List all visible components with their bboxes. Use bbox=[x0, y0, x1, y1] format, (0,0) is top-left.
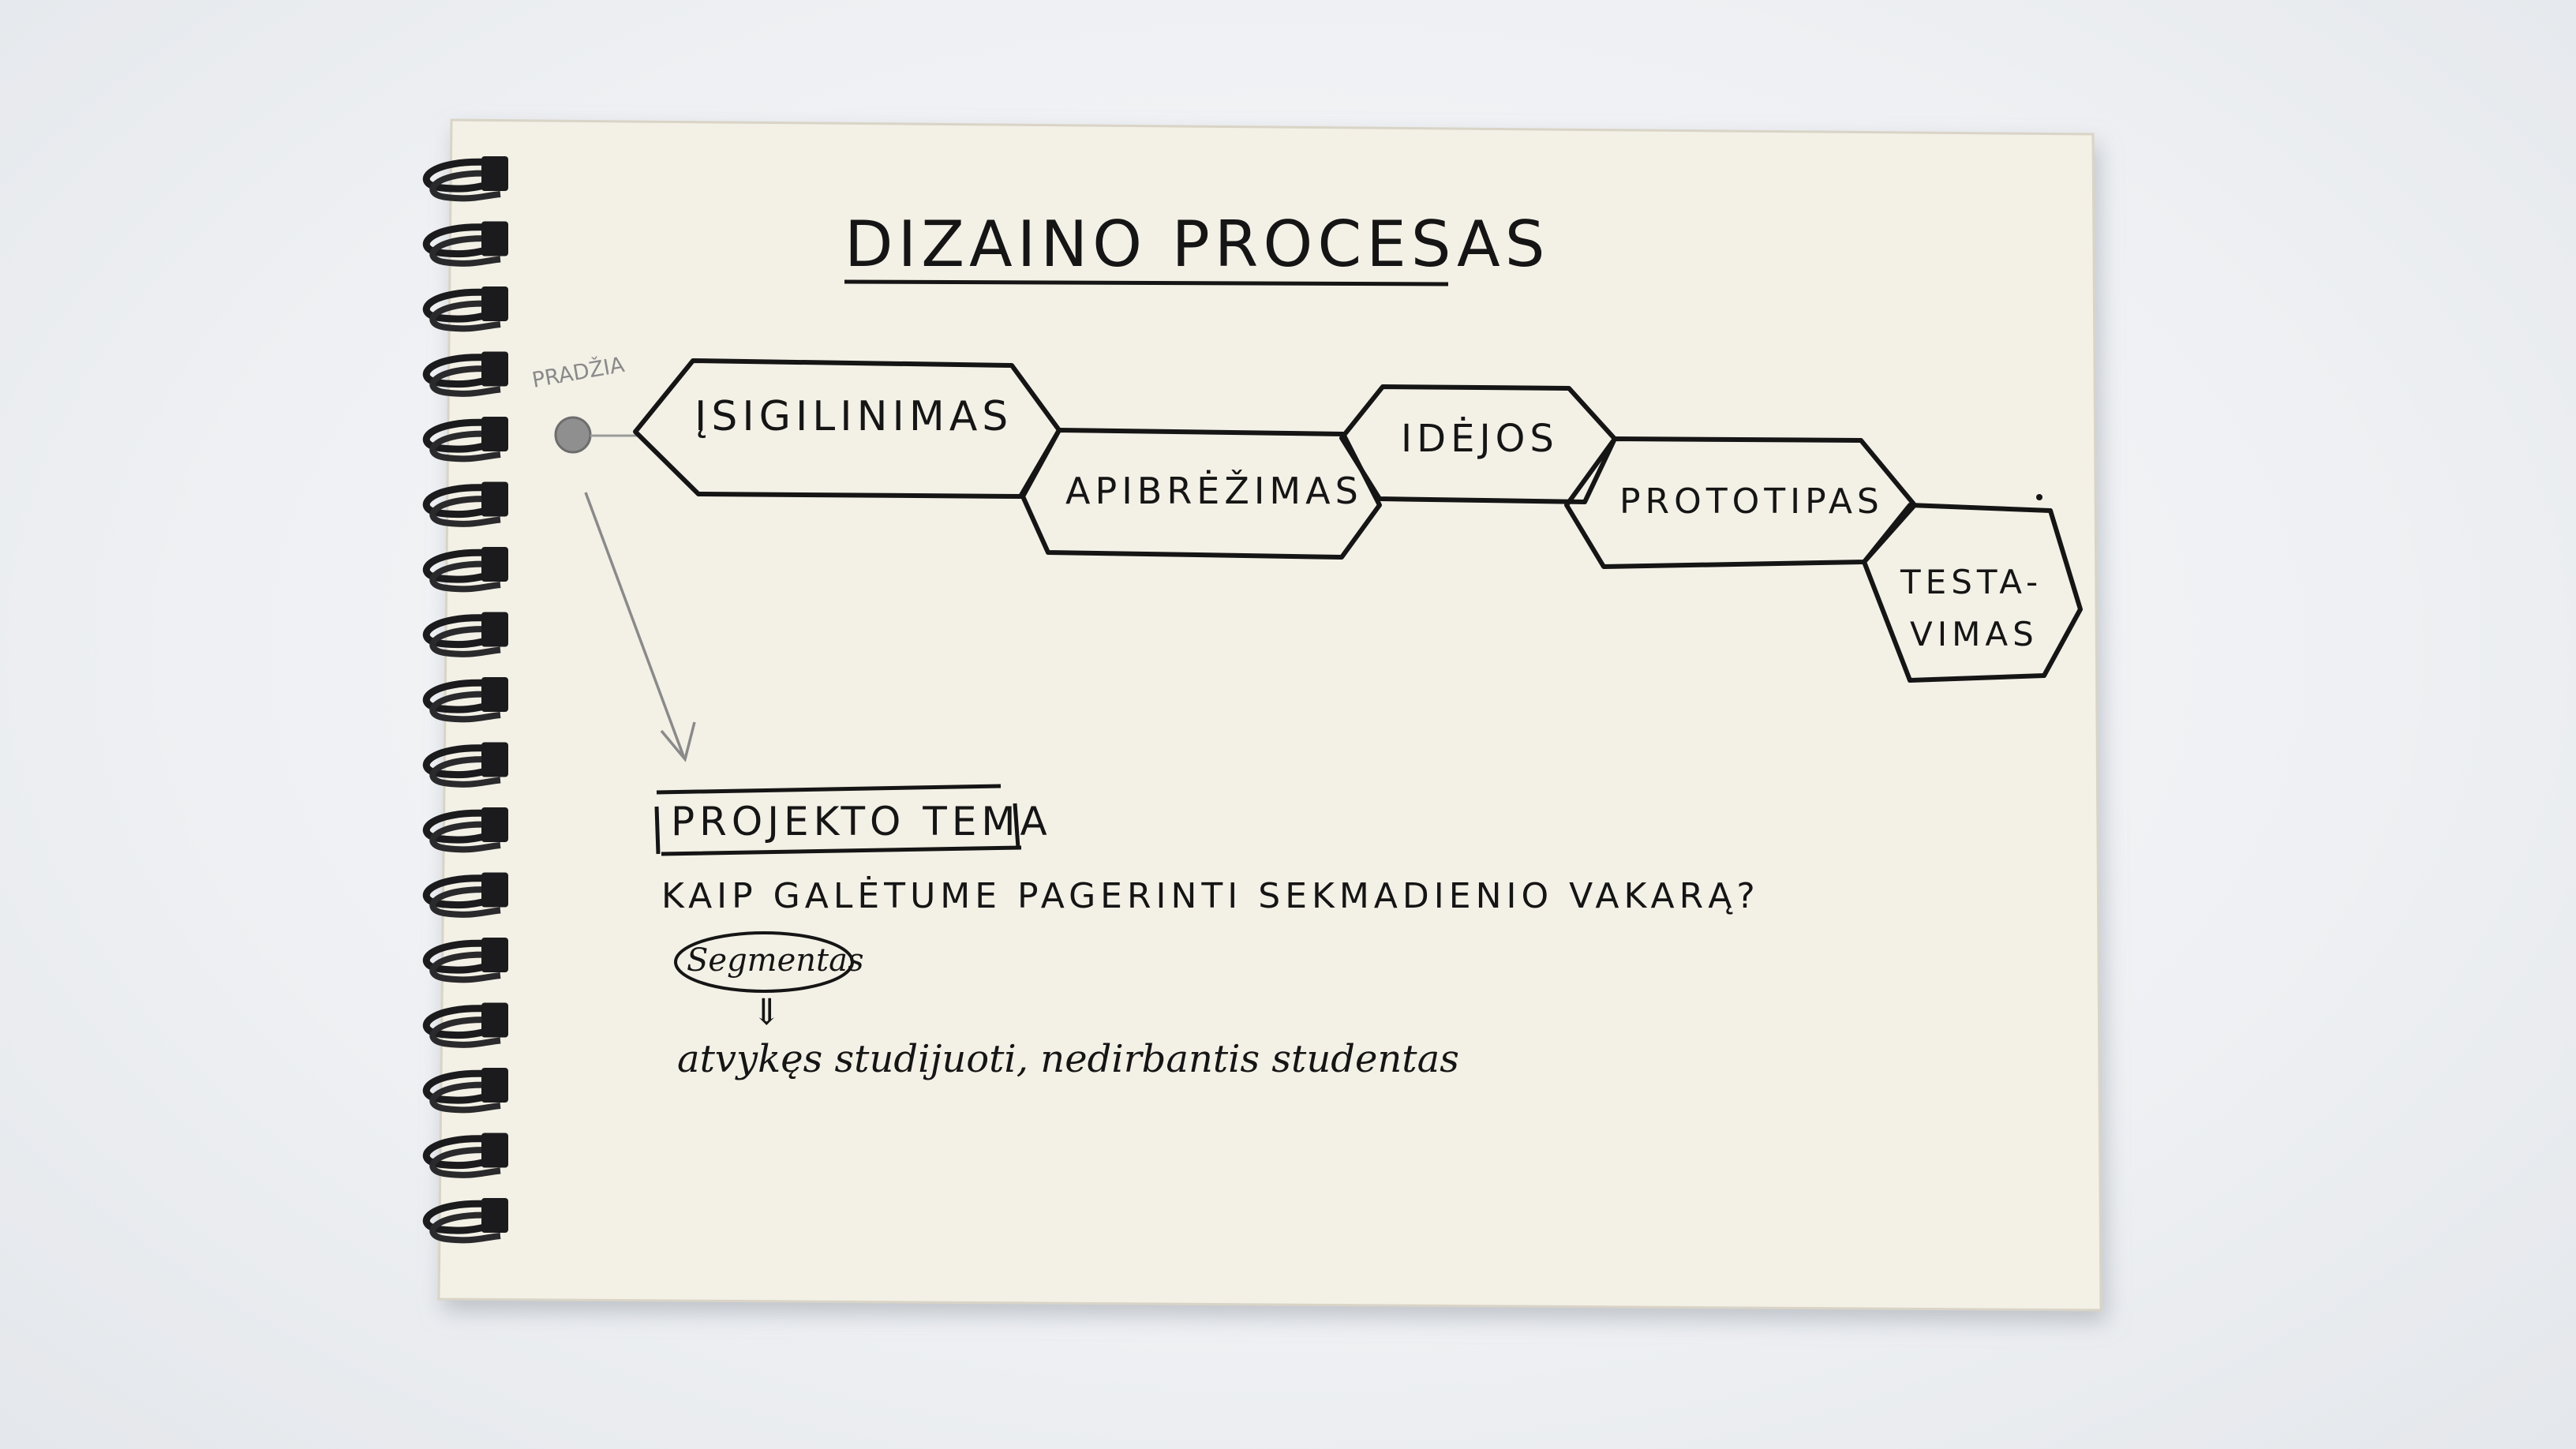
pencil-arrow-line bbox=[584, 492, 685, 757]
segment-label: Segmentas bbox=[687, 942, 864, 979]
spiral-hole bbox=[481, 1133, 508, 1168]
spiral-hole bbox=[481, 1198, 508, 1233]
step-label-5-line1: TESTA- bbox=[1900, 563, 2042, 601]
spiral-hole bbox=[481, 938, 508, 972]
spiral-hole bbox=[481, 221, 508, 256]
segment-arrow: ⇓ bbox=[751, 990, 782, 1033]
start-dot bbox=[554, 416, 592, 454]
spiral-hole bbox=[481, 156, 508, 191]
step-label-1: ĮSIGILINIMAS bbox=[695, 393, 1013, 440]
spiral-ring bbox=[429, 560, 501, 593]
spiral-ring bbox=[429, 365, 501, 397]
spiral-ring bbox=[429, 170, 501, 202]
spiral-hole bbox=[481, 612, 508, 647]
spiral-hole bbox=[481, 677, 508, 712]
project-question: KAIP GALĖTUME PAGERINTI SEKMADIENIO VAKA… bbox=[661, 875, 1760, 916]
step-hexagon-5 bbox=[1862, 503, 2083, 683]
project-topic-label: PROJEKTO TEMA bbox=[671, 799, 1052, 844]
spiral-hole bbox=[481, 481, 508, 517]
spiral-hole bbox=[481, 417, 508, 451]
step-label-4: PROTOTIPAS bbox=[1619, 481, 1884, 522]
spiral-hole bbox=[481, 1068, 508, 1103]
spiral-ring bbox=[429, 430, 501, 462]
step-label-3: IDĖJOS bbox=[1401, 417, 1559, 461]
topic-box bbox=[654, 784, 1022, 856]
spiral-ring bbox=[429, 626, 501, 657]
spiral-ring bbox=[429, 496, 501, 527]
spiral-hole bbox=[481, 547, 508, 582]
spiral-ring bbox=[429, 886, 501, 918]
spiral-ring bbox=[429, 951, 501, 983]
spiral-ring bbox=[429, 821, 501, 853]
spiral-hole bbox=[481, 351, 508, 387]
step-hexagon-3 bbox=[1339, 384, 1617, 504]
page-title: DIZAINO PROCESAS bbox=[844, 208, 1550, 281]
spiral-ring bbox=[429, 300, 501, 332]
segment-ellipse bbox=[674, 931, 854, 993]
spiral-ring bbox=[429, 1081, 501, 1114]
step-label-2: APIBRĖŽIMAS bbox=[1065, 470, 1363, 512]
spiral-hole bbox=[481, 1002, 508, 1038]
spiral-ring bbox=[429, 235, 501, 267]
spiral-hole bbox=[481, 872, 508, 908]
segment-value: atvykęs studijuoti, nedirbantis studenta… bbox=[677, 1037, 1459, 1081]
spiral-hole bbox=[481, 807, 508, 842]
step-label-5-line2: VIMAS bbox=[1910, 615, 2039, 653]
spiral-ring bbox=[429, 756, 501, 788]
spiral-ring bbox=[429, 1017, 501, 1048]
pencil-arrow-head bbox=[660, 721, 696, 762]
spiral-hole bbox=[481, 286, 508, 321]
spiral-binding bbox=[422, 156, 508, 1244]
spiral-ring bbox=[429, 1147, 501, 1178]
ink-dot bbox=[2036, 494, 2042, 500]
title-underline bbox=[844, 279, 1449, 286]
spiral-hole bbox=[481, 742, 508, 777]
spiral-ring bbox=[429, 691, 501, 723]
notebook-page bbox=[437, 118, 2102, 1312]
spiral-ring bbox=[429, 1211, 501, 1244]
